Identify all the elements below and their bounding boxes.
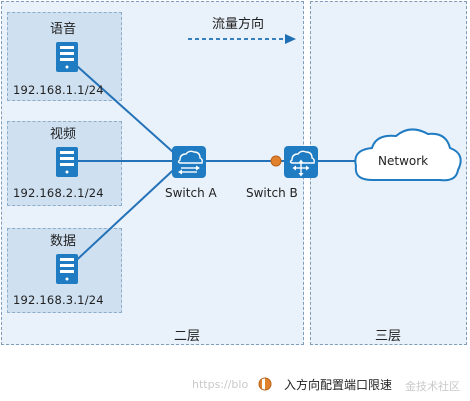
- layer3-label: 三层: [375, 329, 402, 344]
- watermark-right: 金技术社区: [405, 380, 460, 393]
- network-label: Network: [378, 154, 429, 168]
- link-voice-switch-a: [67, 57, 184, 162]
- legend-text: 入方向配置端口限速: [284, 378, 393, 392]
- group-data-label: 数据: [50, 234, 77, 249]
- group-video-ip: 192.168.2.1/24: [13, 186, 104, 200]
- links: [67, 57, 365, 269]
- rate-limit-port-marker: [270, 155, 282, 167]
- group-voice-ip: 192.168.1.1/24: [13, 83, 104, 97]
- server-icon: [56, 147, 78, 177]
- switch-b-icon: [284, 146, 318, 178]
- link-data-switch-a: [67, 160, 184, 269]
- flow-direction-label: 流量方向: [212, 17, 265, 32]
- switch-a-label: Switch A: [165, 186, 217, 200]
- layer2-label: 二层: [174, 329, 201, 344]
- switch-a-icon: [172, 146, 206, 178]
- group-data-ip: 192.168.3.1/24: [13, 293, 104, 307]
- switch-b-label: Switch B: [246, 186, 298, 200]
- group-voice-label: 语音: [50, 22, 77, 37]
- server-icon: [56, 254, 78, 284]
- legend-port-icon: [258, 377, 272, 391]
- server-icon: [56, 42, 78, 72]
- network-cloud-icon: [354, 128, 462, 182]
- flow-arrow: [188, 34, 296, 44]
- group-video-label: 视频: [50, 127, 77, 142]
- watermark-left: https://blo: [192, 378, 249, 391]
